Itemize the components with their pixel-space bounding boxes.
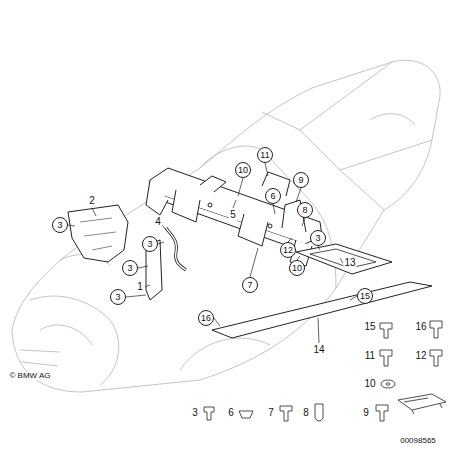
callout-number: 9 [362, 407, 370, 419]
callout-number: 3 [110, 289, 126, 305]
callout-number: 6 [265, 188, 281, 204]
copyright-note: © BMW AG [8, 372, 51, 380]
callout-number: 1 [136, 281, 144, 293]
callout-number: 15 [363, 321, 376, 333]
callout-number: 7 [267, 407, 275, 419]
callout-number: 3 [310, 230, 326, 246]
callout-number: 3 [52, 217, 68, 233]
tunnel-plate [296, 244, 392, 274]
callout-number: 7 [242, 277, 258, 293]
side-panel [68, 205, 128, 262]
callout-number: 14 [312, 344, 325, 356]
callout-number: 4 [154, 216, 162, 228]
leader-lines [68, 163, 357, 343]
callout-number: 3 [191, 407, 199, 419]
callout-number: 16 [414, 321, 427, 333]
hardware-icons [204, 321, 446, 421]
callout-number: 11 [364, 350, 376, 362]
callout-number: 16 [198, 310, 214, 326]
callout-number: 11 [257, 147, 273, 163]
callout-number: 3 [122, 260, 138, 276]
callout-number: 3 [142, 236, 158, 252]
callout-number: 5 [229, 209, 237, 221]
callout-number: 8 [297, 202, 313, 218]
callout-number: 12 [414, 350, 427, 362]
callout-number: 2 [88, 195, 96, 207]
callout-number: 10 [235, 162, 251, 178]
callout-number: 13 [343, 257, 356, 269]
car-outline [12, 60, 440, 392]
callout-number: 15 [357, 288, 373, 304]
image-number: 00098565 [399, 437, 437, 445]
callout-number: 10 [363, 378, 376, 390]
callout-number: 9 [293, 172, 309, 188]
callout-number: 6 [227, 407, 235, 419]
cross-beam [146, 168, 322, 266]
callout-number: 10 [289, 260, 305, 276]
callout-number: 12 [280, 242, 296, 258]
hose [166, 228, 186, 270]
callout-number: 8 [302, 407, 310, 419]
